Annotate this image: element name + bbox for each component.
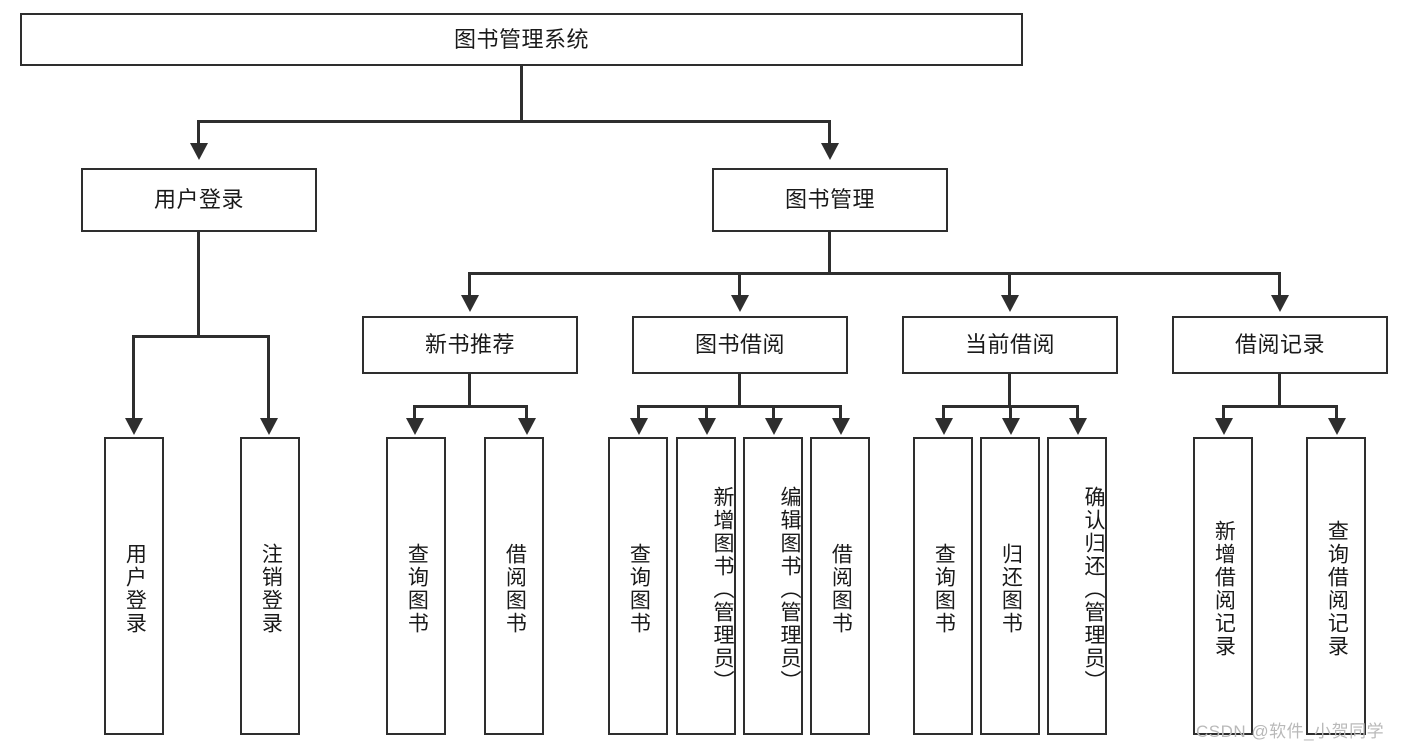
- leaf-query-book-current[interactable]: 查询图书: [913, 437, 973, 735]
- edge-book-borrow-to-leaf-2: [705, 405, 708, 420]
- edge-new-book-to-leaf-1: [413, 405, 416, 420]
- arrow-root-to-book-manage: [821, 143, 839, 160]
- leaf-add-book-admin[interactable]: 新增图书（管理员）: [676, 437, 736, 735]
- arrow-borrow-record-to-leaf-2: [1328, 418, 1346, 435]
- edge-book-manage-stem: [828, 232, 831, 274]
- arrow-book-manage-to-borrow-record: [1271, 295, 1289, 312]
- leaf-user-login[interactable]: 用户登录: [104, 437, 164, 735]
- edge-book-borrow-bus: [637, 405, 842, 408]
- edge-book-manage-to-borrow-record: [1278, 272, 1281, 297]
- edge-root-bus: [197, 120, 831, 123]
- leaf-query-book-recommend[interactable]: 查询图书: [386, 437, 446, 735]
- edge-borrow-record-to-leaf-2: [1335, 405, 1338, 420]
- arrow-book-borrow-to-leaf-2: [698, 418, 716, 435]
- edge-borrow-record-to-leaf-1: [1222, 405, 1225, 420]
- edge-current-borrow-to-leaf-1: [942, 405, 945, 420]
- edge-book-manage-to-book-borrow: [738, 272, 741, 297]
- edge-current-borrow-to-leaf-2: [1009, 405, 1012, 420]
- edge-book-manage-to-new-book: [468, 272, 471, 297]
- arrow-root-to-user-login: [190, 143, 208, 160]
- leaf-add-borrow-record[interactable]: 新增借阅记录: [1193, 437, 1253, 735]
- edge-user-login-bus: [132, 335, 270, 338]
- node-root-system[interactable]: 图书管理系统: [20, 13, 1023, 66]
- node-book-borrow[interactable]: 图书借阅: [632, 316, 848, 374]
- edge-borrow-record-stem: [1278, 374, 1281, 407]
- edge-new-book-stem: [468, 374, 471, 407]
- leaf-query-borrow-record[interactable]: 查询借阅记录: [1306, 437, 1366, 735]
- edge-new-book-bus: [413, 405, 528, 408]
- node-user-login[interactable]: 用户登录: [81, 168, 317, 232]
- node-current-borrow[interactable]: 当前借阅: [902, 316, 1118, 374]
- edge-current-borrow-to-leaf-3: [1076, 405, 1079, 420]
- arrow-current-borrow-to-leaf-3: [1069, 418, 1087, 435]
- leaf-borrow-book[interactable]: 借阅图书: [810, 437, 870, 735]
- leaf-logout[interactable]: 注销登录: [240, 437, 300, 735]
- arrow-book-manage-to-current-borrow: [1001, 295, 1019, 312]
- watermark-csdn: CSDN @软件_小贺同学: [1196, 722, 1385, 741]
- edge-book-manage-to-current-borrow: [1008, 272, 1011, 297]
- edge-borrow-record-bus: [1222, 405, 1338, 408]
- leaf-query-book-borrow[interactable]: 查询图书: [608, 437, 668, 735]
- arrow-user-login-to-leaf-1: [125, 418, 143, 435]
- edge-book-borrow-stem: [738, 374, 741, 407]
- leaf-edit-book-admin[interactable]: 编辑图书（管理员）: [743, 437, 803, 735]
- arrow-book-borrow-to-leaf-3: [765, 418, 783, 435]
- edge-new-book-to-leaf-2: [525, 405, 528, 420]
- leaf-return-book[interactable]: 归还图书: [980, 437, 1040, 735]
- edge-user-login-to-leaf-1: [132, 335, 135, 420]
- edge-root-to-book-manage: [828, 120, 831, 145]
- arrow-current-borrow-to-leaf-2: [1002, 418, 1020, 435]
- edge-user-login-stem: [197, 232, 200, 337]
- arrow-user-login-to-leaf-2: [260, 418, 278, 435]
- arrow-borrow-record-to-leaf-1: [1215, 418, 1233, 435]
- edge-book-borrow-to-leaf-4: [839, 405, 842, 420]
- edge-root-to-user-login: [197, 120, 200, 145]
- arrow-new-book-to-leaf-1: [406, 418, 424, 435]
- arrow-book-borrow-to-leaf-4: [832, 418, 850, 435]
- arrow-new-book-to-leaf-2: [518, 418, 536, 435]
- node-borrow-record[interactable]: 借阅记录: [1172, 316, 1388, 374]
- node-book-manage[interactable]: 图书管理: [712, 168, 948, 232]
- edge-book-borrow-to-leaf-3: [772, 405, 775, 420]
- edge-book-borrow-to-leaf-1: [637, 405, 640, 420]
- edge-book-manage-bus: [468, 272, 1280, 275]
- edge-current-borrow-stem: [1008, 374, 1011, 407]
- edge-user-login-to-leaf-2: [267, 335, 270, 420]
- node-new-book-recommend[interactable]: 新书推荐: [362, 316, 578, 374]
- leaf-confirm-return-admin[interactable]: 确认归还（管理员）: [1047, 437, 1107, 735]
- arrow-book-manage-to-book-borrow: [731, 295, 749, 312]
- arrow-book-borrow-to-leaf-1: [630, 418, 648, 435]
- leaf-borrow-book-recommend[interactable]: 借阅图书: [484, 437, 544, 735]
- edge-root-stem: [520, 66, 523, 122]
- arrow-current-borrow-to-leaf-1: [935, 418, 953, 435]
- arrow-book-manage-to-new-book: [461, 295, 479, 312]
